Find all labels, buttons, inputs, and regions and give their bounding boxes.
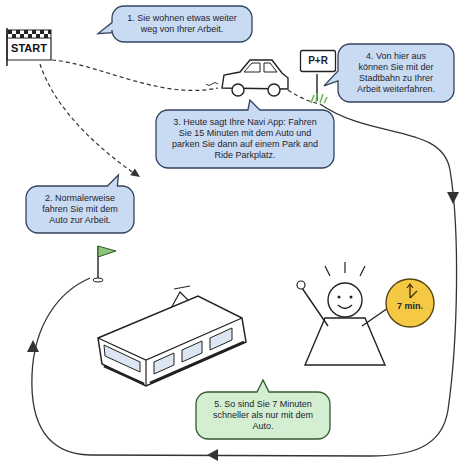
person-eye — [350, 296, 353, 299]
sign-outline — [301, 51, 336, 72]
speech-bubble: 5. So sind Sie 7 Minuten schneller als n… — [196, 392, 330, 439]
speech-bubble: 1. Sie wohnen etwas weiter weg von Ihrer… — [112, 6, 252, 42]
text-area: 4. Von hier aus können Sie mit der Stadt… — [338, 44, 454, 102]
hand-arrow — [407, 284, 413, 288]
speech-bubble: 2. Normalerweise fahren Sie mit dem Auto… — [26, 186, 134, 233]
solid-route — [32, 104, 457, 456]
bubble-outline — [26, 175, 134, 233]
bubble-outline — [196, 380, 330, 439]
bubble-text: 4. Von hier aus können Sie mit der Stadt… — [350, 51, 442, 95]
bubble-text: 1. Sie wohnen etwas weiter weg von Ihrer… — [124, 13, 240, 35]
tram-body — [98, 296, 246, 386]
bubble-outline — [98, 6, 252, 42]
bubble-text: 3. Heute sagt Ihre Navi App: Fahren Sie … — [168, 117, 322, 161]
joy-rays — [325, 262, 365, 276]
arrow-head — [447, 192, 459, 204]
arrow-head — [130, 169, 140, 177]
node-text: P+R — [304, 55, 332, 67]
dashed-route — [288, 90, 320, 104]
person-hand — [297, 281, 305, 289]
car-wheel — [268, 84, 280, 96]
start-label: START — [8, 41, 50, 56]
text-area: 3. Heute sagt Ihre Navi App: Fahren Sie … — [156, 110, 334, 168]
flag-pole — [6, 28, 8, 66]
person-smile — [338, 305, 352, 309]
grass — [311, 93, 327, 103]
tram-stripe — [104, 342, 244, 384]
parking-sign: P+R — [300, 50, 336, 72]
person-body — [305, 318, 385, 365]
checkered-flag — [7, 30, 51, 38]
text-area: P+R — [300, 50, 336, 72]
exhaust-squiggle — [206, 83, 218, 86]
car-window — [244, 63, 260, 72]
tram-window — [210, 328, 232, 350]
tram-window — [182, 341, 202, 362]
start-banner — [7, 38, 51, 60]
speech-bubble: 4. Von hier aus können Sie mit der Stadt… — [338, 44, 454, 102]
bubble-text: 5. So sind Sie 7 Minuten schneller als n… — [208, 399, 318, 432]
arrow-head — [27, 340, 39, 352]
person-head — [328, 283, 362, 317]
goal-flag — [98, 246, 116, 257]
car-body — [222, 60, 288, 89]
person-eye — [338, 296, 341, 299]
dashed-route — [40, 64, 138, 176]
text-area: 7 min. — [385, 278, 435, 322]
arrow-head — [207, 449, 218, 461]
node-text: 7 min. — [388, 301, 432, 312]
goal-base — [93, 278, 103, 282]
car-window — [264, 63, 277, 72]
tram-window — [154, 353, 174, 374]
text-area: 2. Normalerweise fahren Sie mit dem Auto… — [26, 186, 134, 233]
text-area: 5. So sind Sie 7 Minuten schneller als n… — [196, 392, 330, 439]
bubble-text: 2. Normalerweise fahren Sie mit dem Auto… — [38, 193, 122, 226]
bubble-outline — [324, 44, 454, 102]
time-coin: 7 min. — [385, 278, 435, 328]
dashed-route — [52, 60, 218, 90]
clock-hands — [410, 285, 417, 298]
coin-outline — [386, 279, 434, 327]
text-area: 1. Sie wohnen etwas weiter weg von Ihrer… — [112, 6, 252, 42]
speech-bubble: 3. Heute sagt Ihre Navi App: Fahren Sie … — [156, 110, 334, 168]
car-wheel — [232, 84, 244, 96]
bubble-outline — [156, 100, 334, 168]
